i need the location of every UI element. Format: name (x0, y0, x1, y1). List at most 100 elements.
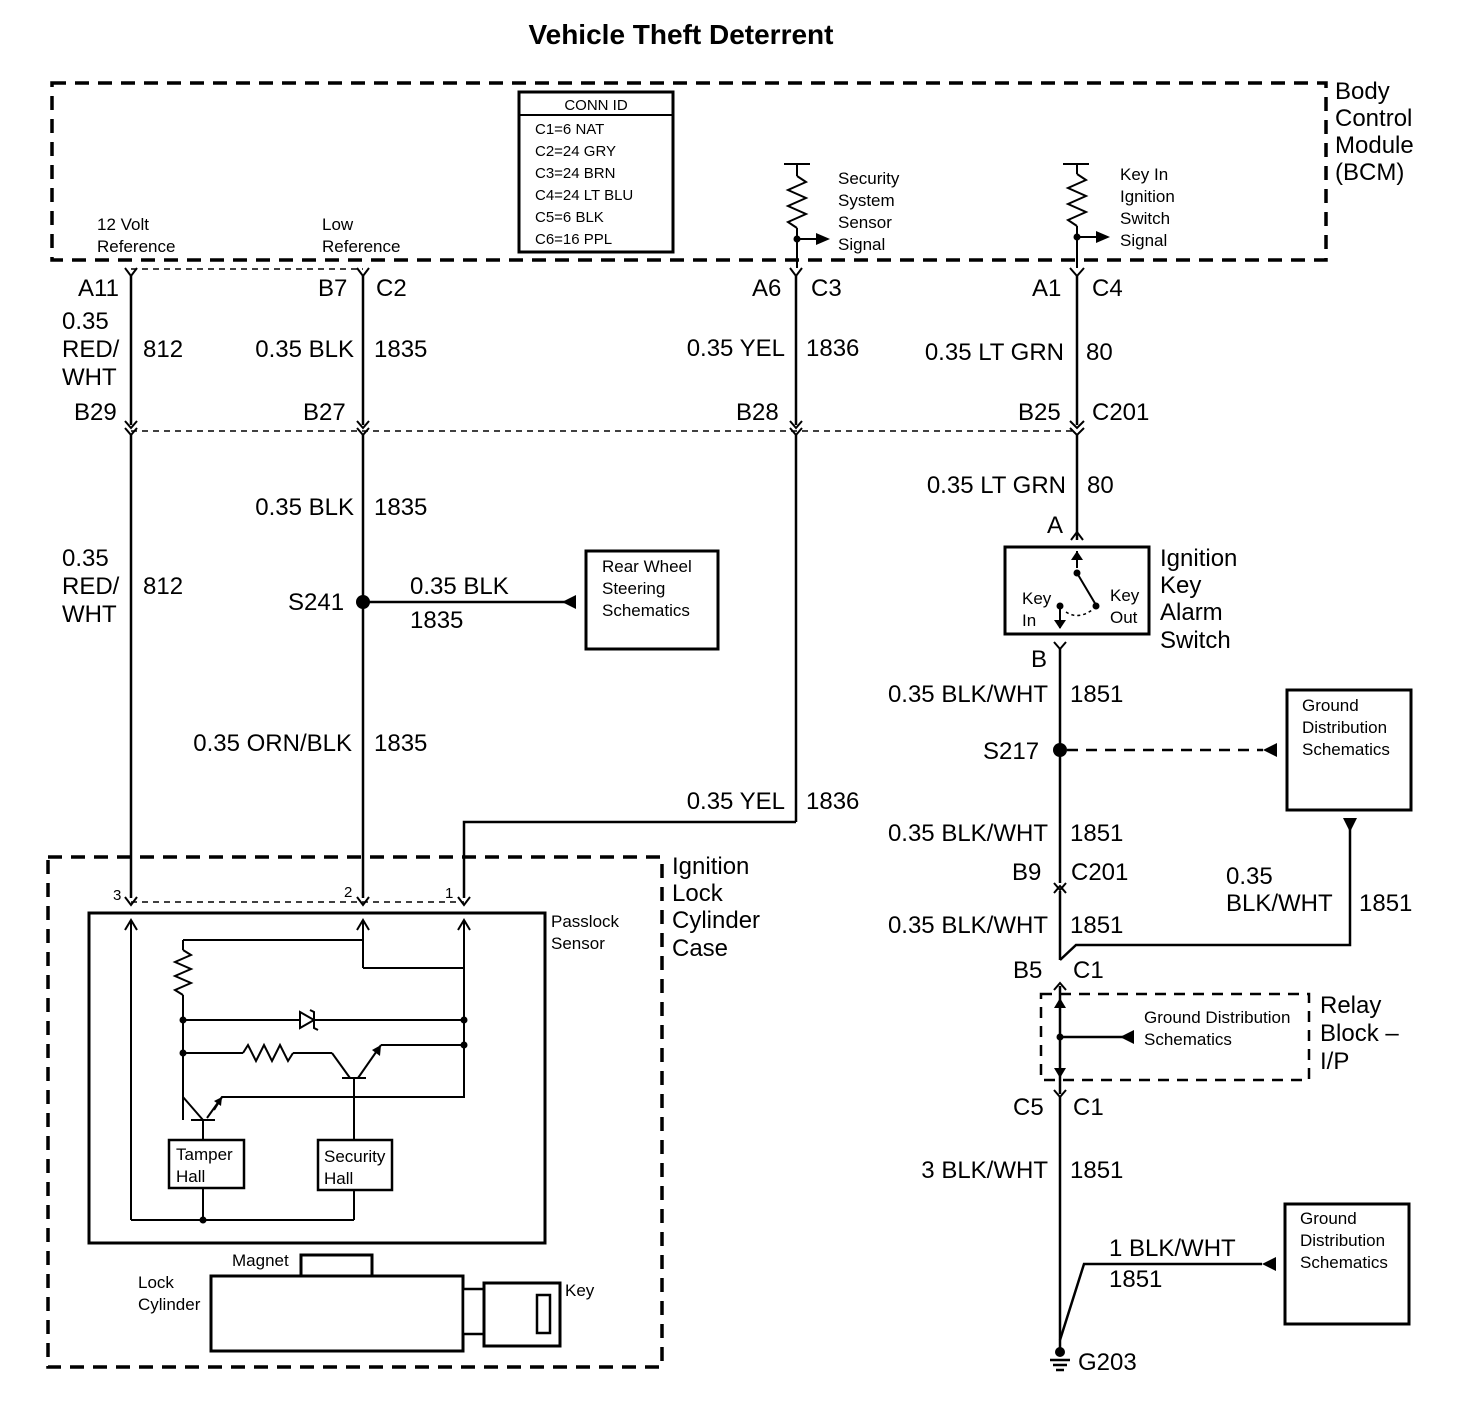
relay-ground-dist-label: Ground Distribution Schematics (1144, 1008, 1295, 1049)
wire-1851-color-e: 1 BLK/WHT (1109, 1235, 1236, 1262)
wire-1835-number-mid: 1835 (374, 494, 427, 521)
svg-text:Ground Distribution: Ground Distribution Schematics (1300, 1209, 1390, 1272)
pin-c5: C5 (1013, 1094, 1044, 1121)
connector-c201-mid: C201 (1071, 859, 1128, 886)
ignition-key-alarm-switch-label: Ignition Key Alarm Switch (1160, 545, 1244, 654)
ground-distribution-box-2: Ground Distribution Schematics (1283, 1202, 1411, 1326)
wire-1835-color-mid: 0.35 BLK (255, 494, 354, 521)
wire-80-number-top: 80 (1086, 339, 1113, 366)
ground-symbol-icon (1050, 1347, 1070, 1372)
passlock-sensor-box (87, 911, 547, 1245)
key-in-signal-label: Key In Ignition Switch Signal (1120, 165, 1180, 250)
wire-1851-number-d: 1851 (1070, 1157, 1123, 1184)
ignition-lock-cylinder-case-label: Ignition Lock Cylinder Case (672, 853, 767, 962)
conn-id-row: C5=6 BLK (535, 209, 604, 226)
wire-1851-number-e: 1851 (1109, 1266, 1162, 1293)
connector-c1-bottom: C1 (1073, 1094, 1104, 1121)
ground-dist-2-arrow-icon (1262, 1257, 1276, 1271)
wire-1835-branch-number: 1835 (410, 607, 463, 634)
wire-1851-color-d: 3 BLK/WHT (921, 1157, 1048, 1184)
pin-c4: C4 (1092, 275, 1123, 302)
switch-key-in-label: Key In (1022, 589, 1056, 630)
pin-b5: B5 (1013, 957, 1042, 984)
conn-id-row: C2=24 GRY (535, 143, 616, 160)
wire-1851-number-gd: 1851 (1359, 890, 1412, 917)
wire-812-number-mid: 812 (143, 573, 183, 600)
c201-mid-chevrons (1053, 882, 1067, 894)
bcm-box (50, 81, 1328, 262)
pin-2: 2 (344, 884, 352, 901)
splice-s217-label: S217 (983, 738, 1039, 765)
switch-pin-a: A (1047, 512, 1063, 539)
pullup-resistor-security (784, 163, 830, 268)
pin-b28: B28 (736, 399, 779, 426)
switch-key-out-label: Key Out (1110, 586, 1144, 627)
wire-1851-color-b: 0.35 BLK/WHT (888, 820, 1048, 847)
conn-id-table: CONN ID C1=6 NAT C2=24 GRY C3=24 BRN C4=… (517, 90, 675, 254)
conn-id-header: CONN ID (564, 97, 628, 114)
pin-a11: A11 (78, 275, 119, 302)
switch-pin-b: B (1031, 646, 1047, 673)
relay-block-label: Relay Block – I/P (1320, 992, 1405, 1075)
pin-b9: B9 (1012, 859, 1041, 886)
wire-1836-color-top: 0.35 YEL (687, 335, 785, 362)
pin-b27: B27 (303, 399, 346, 426)
wire-1851-number-c: 1851 (1070, 912, 1123, 939)
pin-a6: A6 (752, 275, 781, 302)
wire-1835-number-low: 1835 (374, 730, 427, 757)
bcm-label: Body Control Module (BCM) (1335, 78, 1420, 186)
wire-1851-number-b: 1851 (1070, 820, 1123, 847)
conn-id-row: C1=6 NAT (535, 121, 604, 138)
wire-1851-color-c: 0.35 BLK/WHT (888, 912, 1048, 939)
wire-812-number-top: 812 (143, 336, 183, 363)
wire-1836-jog (462, 820, 796, 898)
wire-1851-color-a: 0.35 BLK/WHT (888, 681, 1048, 708)
pin-c2: C2 (376, 275, 407, 302)
wire-1836-color-low: 0.35 YEL (687, 788, 785, 815)
passlock-sensor-label: Passlock Sensor (551, 912, 624, 953)
lock-cylinder-drawing (209, 1253, 562, 1353)
wire-80-color-top: 0.35 LT GRN (925, 339, 1064, 366)
ground-distribution-box-1: Ground Distribution Schematics (1285, 688, 1413, 812)
wire-80-color-mid: 0.35 LT GRN (927, 472, 1066, 499)
relay-block-box (1039, 992, 1311, 1082)
relay-down-arrow-icon (1054, 1068, 1066, 1078)
wire-1835-color-top: 0.35 BLK (255, 336, 354, 363)
pullup-resistor-keyin (1063, 163, 1110, 268)
pin-b25: B25 (1018, 399, 1061, 426)
low-ref-label: Low Reference (322, 215, 400, 256)
ignition-key-alarm-switch: Key In Key Out (1003, 530, 1151, 636)
wire-1835-color-low: 0.35 ORN/BLK (193, 730, 352, 757)
c201-connector-chevrons (124, 420, 1085, 437)
magnet-label: Magnet (232, 1251, 289, 1270)
ignition-lock-cylinder-case-box (46, 855, 664, 1369)
case-connector-chevrons (124, 896, 471, 907)
svg-text:Rear Wheel Steering: Rear Wheel Steering Schematics (602, 557, 697, 620)
wire-1835-branch-color: 0.35 BLK (410, 573, 509, 600)
key-label: Key (565, 1281, 595, 1300)
wire-1851-color-gd: 0.35 BLK/WHT (1226, 863, 1333, 917)
ground-dist-arrow-icon (1343, 818, 1357, 832)
wire-1851-to-ground-dist (1059, 828, 1352, 961)
pin-1: 1 (445, 885, 453, 902)
wire-1836-number-top: 1836 (806, 335, 859, 362)
wire-812-color-mid: 0.35 RED/ WHT (62, 545, 126, 628)
branch-arrow-icon (562, 595, 576, 609)
wire-1836-number-low: 1836 (806, 788, 859, 815)
lock-cylinder-label: Lock Cylinder (138, 1273, 201, 1314)
wire-1835-number-top: 1835 (374, 336, 427, 363)
connector-c1-top: C1 (1073, 957, 1104, 984)
security-signal-label: Security System Sensor Signal (838, 169, 904, 254)
s217-arrow-icon (1263, 743, 1277, 757)
ref-12v-label: 12 Volt Reference (97, 215, 175, 256)
relay-top-chevron (1053, 981, 1067, 991)
wire-1851-number-a: 1851 (1070, 681, 1123, 708)
conn-id-row: C4=24 LT BLU (535, 187, 633, 204)
diagram-title: Vehicle Theft Deterrent (529, 19, 834, 50)
switch-pin-b-chevron (1053, 641, 1067, 651)
wire-812-color-top: 0.35 RED/ WHT (62, 308, 126, 391)
splice-s241-label: S241 (288, 589, 344, 616)
wire-1851-to-ground-dist-2 (1058, 1262, 1262, 1341)
pin-c3: C3 (811, 275, 842, 302)
relay-up-arrow-icon (1054, 998, 1066, 1008)
